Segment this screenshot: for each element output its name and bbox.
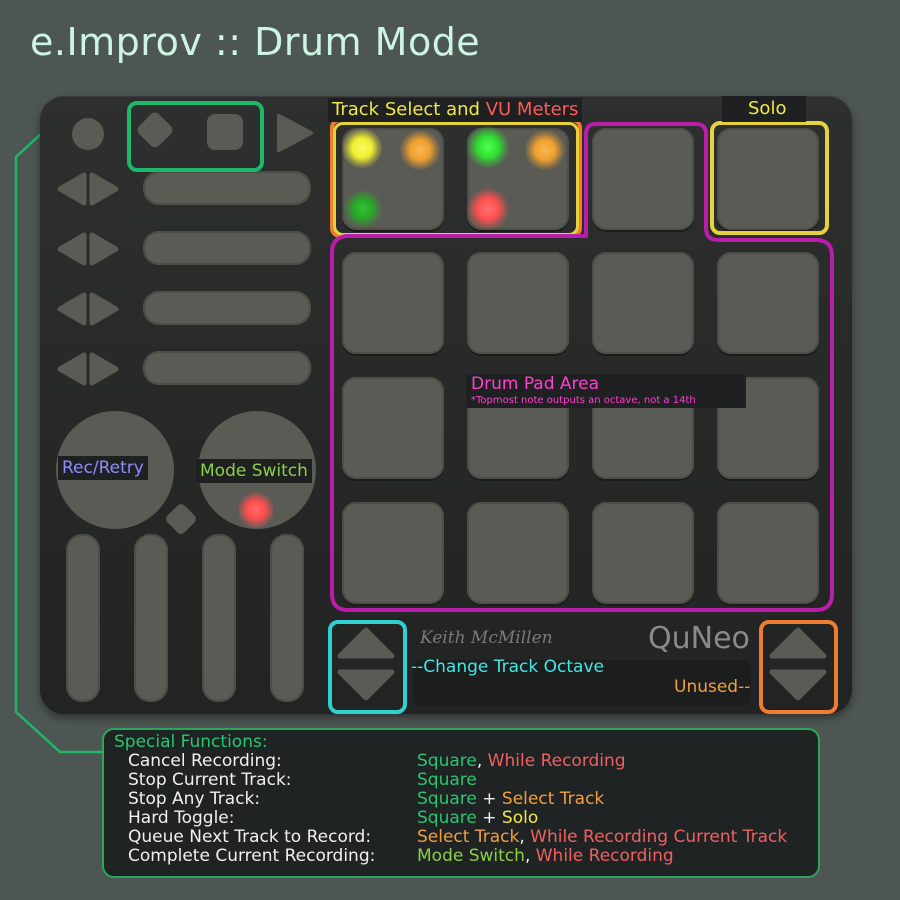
octave-label-box — [413, 660, 751, 706]
special-function-name: Queue Next Track to Record: — [128, 827, 372, 847]
drum-pad-area-label-bg — [466, 374, 746, 408]
drum-pad-r1c4[interactable] — [717, 252, 819, 354]
drum-pad-r2c1[interactable] — [342, 377, 444, 479]
vertical-slider-3[interactable] — [202, 534, 236, 702]
drum-pad-r3c4[interactable] — [717, 502, 819, 604]
drum-pad-r1c3[interactable] — [592, 252, 694, 354]
page-title: e.Improv :: Drum Mode — [30, 20, 481, 64]
square-button-highlight — [127, 101, 264, 172]
solo-label: Solo — [748, 98, 787, 119]
unused-down-button[interactable] — [768, 666, 828, 702]
vu-led-green — [467, 126, 509, 168]
special-function-value: Square, While Recording — [417, 752, 626, 771]
drum-pad-area-note: *Topmost note outputs an octave, not a 1… — [471, 395, 696, 406]
solo-pad[interactable] — [717, 128, 819, 230]
change-track-octave-label: --Change Track Octave — [411, 657, 604, 677]
horizontal-slider-4[interactable] — [143, 351, 311, 385]
drum-pad-r3c3[interactable] — [592, 502, 694, 604]
special-function-name: Stop Any Track: — [128, 789, 261, 809]
special-function-value: Square — [417, 771, 477, 790]
special-function-name: Complete Current Recording: — [128, 846, 376, 866]
mode-switch-label: Mode Switch — [196, 459, 312, 483]
special-function-value: Square + Solo — [417, 809, 538, 828]
special-function-part: , — [524, 846, 536, 866]
cyan-octave-highlight — [328, 620, 407, 714]
special-function-part: While Recording Current Track — [530, 827, 788, 847]
horizontal-slider-2[interactable] — [143, 231, 311, 265]
mode-switch-led — [238, 492, 274, 528]
unused-up-button[interactable] — [768, 626, 828, 662]
special-function-part: Select Track — [501, 789, 605, 809]
brand-keith-mcmillen: Keith McMillen — [420, 628, 553, 648]
drum-pad-top-3[interactable] — [592, 128, 694, 230]
drum-pad-r1c2[interactable] — [467, 252, 569, 354]
special-function-part: Select Track — [417, 827, 520, 847]
special-function-part: Square — [417, 808, 477, 828]
top-circle-button[interactable] — [72, 118, 104, 150]
special-function-name: Hard Toggle: — [128, 808, 235, 828]
rec-retry-label: Rec/Retry — [58, 456, 148, 480]
vu-meters-text: VU Meters — [485, 99, 579, 120]
solo-label-bg — [722, 96, 806, 122]
unused-label: Unused-- — [674, 677, 751, 697]
solo-highlight — [710, 121, 829, 235]
special-function-part: Square — [417, 751, 477, 771]
special-function-name: Cancel Recording: — [128, 751, 282, 771]
vu-led-orange-1 — [400, 130, 440, 170]
special-function-part: , — [476, 751, 488, 771]
drum-pad-r3c2[interactable] — [467, 502, 569, 604]
vu-led-yellow — [342, 128, 382, 168]
horizontal-slider-3[interactable] — [143, 291, 311, 325]
octave-down-button[interactable] — [336, 666, 396, 702]
brand-quneo: QuNeo — [648, 621, 750, 656]
vertical-slider-4[interactable] — [270, 534, 304, 702]
special-function-part: Square — [417, 789, 477, 809]
track-select-text: Track Select — [332, 99, 441, 120]
special-function-value: Select Track, While Recording Current Tr… — [417, 828, 787, 847]
special-function-part: + — [476, 789, 502, 809]
play-button[interactable] — [275, 112, 315, 154]
special-function-part: While Recording — [487, 751, 626, 771]
horizontal-slider-1[interactable] — [143, 171, 311, 205]
vertical-slider-1[interactable] — [66, 534, 100, 702]
special-function-part: + — [476, 808, 502, 828]
special-function-value: Mode Switch, While Recording — [417, 847, 674, 866]
special-functions-title: Special Functions: — [114, 732, 268, 752]
vertical-slider-2[interactable] — [134, 534, 168, 702]
vu-led-green-dim — [344, 190, 382, 228]
special-function-part: Mode Switch — [417, 846, 525, 866]
orange-unused-highlight — [759, 620, 838, 714]
special-functions-panel — [102, 728, 820, 878]
square-button[interactable] — [207, 114, 243, 150]
vu-led-orange-2 — [525, 130, 565, 170]
drum-pad-area-label: Drum Pad Area — [471, 374, 600, 394]
and-text: and — [446, 99, 480, 120]
drum-pad-r3c1[interactable] — [342, 502, 444, 604]
special-function-part: Solo — [501, 808, 539, 828]
special-function-name: Stop Current Track: — [128, 770, 292, 790]
drum-pad-r1c1[interactable] — [342, 252, 444, 354]
track-select-vu-label: Track Select and VU Meters — [328, 98, 583, 122]
left-arrow-buttons[interactable] — [54, 170, 126, 400]
special-function-part: While Recording — [535, 846, 674, 866]
special-function-value: Square + Select Track — [417, 790, 604, 809]
special-function-part: , — [519, 827, 531, 847]
vu-led-red — [467, 188, 509, 230]
octave-up-button[interactable] — [336, 626, 396, 662]
special-function-part: Square — [417, 770, 477, 790]
